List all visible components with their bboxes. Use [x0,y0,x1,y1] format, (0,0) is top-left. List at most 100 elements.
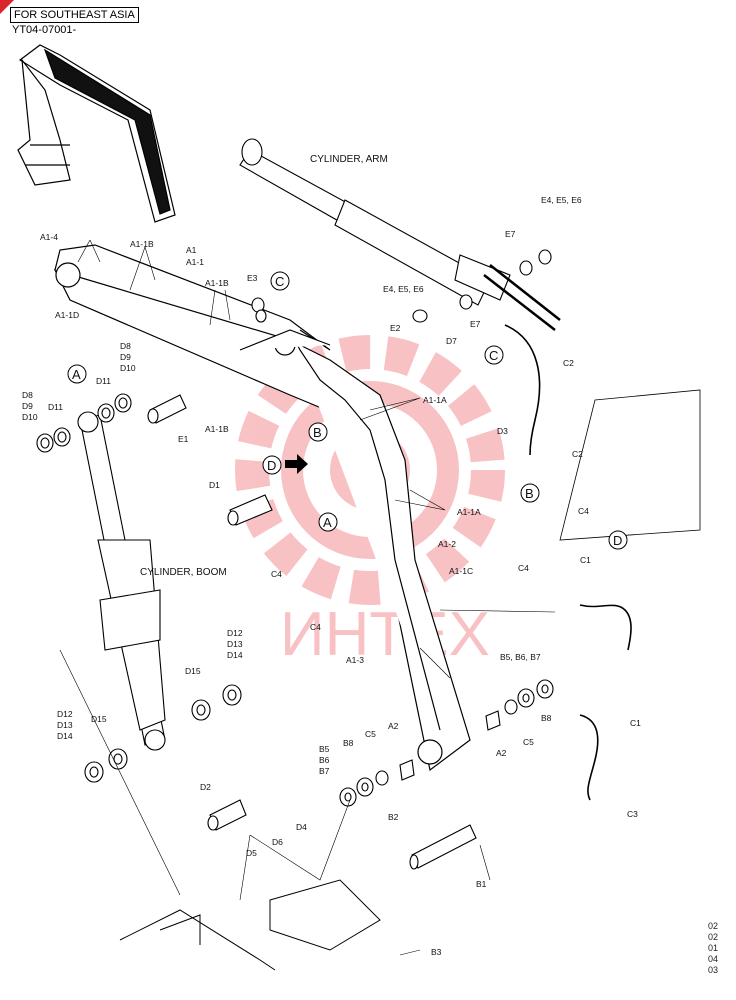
label-d2: D2 [200,782,211,792]
label-c5-left: C5 [365,729,376,739]
label-c4-detail: C4 [578,506,589,516]
callout-d-boom: D [262,455,282,475]
label-a1-1b-mid: A1-1B [205,278,229,288]
cylinder-arm-title: CYLINDER, ARM [310,154,388,165]
label-c4-low: C4 [310,622,321,632]
label-e2: E2 [390,323,401,333]
label-b5b6b7-right: B5, B6, B7 [500,652,541,662]
label-b5: B5 [319,744,330,754]
svg-text:A: A [72,367,81,382]
label-d5: D5 [246,848,257,858]
callout-b-boom: B [308,422,328,442]
pins-and-washers [36,249,554,870]
watermark-text: ИНТЕХ [280,600,490,669]
svg-text:C: C [275,274,284,289]
side-codes: 02 02 01 04 03 [708,921,718,976]
callout-b-hose: B [520,483,540,503]
label-a2-right: A2 [496,748,507,758]
svg-text:B: B [313,425,322,440]
callout-c-boom: C [270,271,290,291]
label-b1: B1 [476,879,487,889]
label-d15-right: D15 [185,666,201,676]
label-c2: C2 [563,358,574,368]
cylinder-boom-illustration [77,411,166,751]
side-code: 02 [707,921,718,931]
label-d4: D4 [296,822,307,832]
label-e3: E3 [247,273,258,283]
label-e4e5e6-mid: E4, E5, E6 [383,284,424,294]
label-b8-right: B8 [541,713,552,723]
label-d7: D7 [446,336,457,346]
label-e7-top: E7 [505,229,516,239]
label-a1-1b-low: A1-1B [205,424,229,434]
boom-body [53,244,471,772]
label-c4-mid: C4 [518,563,529,573]
side-code: 04 [707,954,718,964]
label-a1-3: A1-3 [346,655,364,665]
cylinder-arm-illustration [239,138,561,331]
hoses [504,324,701,801]
label-a1-4: A1-4 [40,232,58,242]
label-d8-right: D8 [120,341,131,351]
label-c1-low: C1 [630,718,641,728]
label-b8-left: B8 [343,738,354,748]
label-a1-1c: A1-1C [449,566,473,576]
label-c3: C3 [627,809,638,819]
base-frame [119,879,381,971]
label-b6: B6 [319,755,330,765]
label-d8-left: D8 [22,390,33,400]
label-d10-left: D10 [22,412,38,422]
label-a1-1a-top: A1-1A [423,395,447,405]
part-labels: A1-4 A1-1B A1 A1-1 A1-1B E3 A1-1D A1-1B … [22,195,641,957]
label-b2: B2 [388,812,399,822]
side-code: 03 [707,965,718,975]
label-a1-1b-top: A1-1B [130,239,154,249]
svg-text:D: D [613,533,622,548]
label-d13-right: D13 [227,639,243,649]
label-d1: D1 [209,480,220,490]
label-b7: B7 [319,766,330,776]
label-d15-left: D15 [91,714,107,724]
excavator-thumbnail [17,44,176,223]
callout-c-hose: C [484,345,504,365]
label-a1-1: A1-1 [186,257,204,267]
label-d14-right: D14 [227,650,243,660]
svg-text:B: B [525,486,534,501]
label-d6: D6 [272,837,283,847]
label-c2-detail: C2 [572,449,583,459]
leader-lines [59,239,556,956]
label-b3: B3 [431,947,442,957]
side-code: 02 [707,932,718,942]
label-d10-right: D10 [120,363,136,373]
label-d12-right: D12 [227,628,243,638]
label-c4-boom: C4 [271,569,282,579]
svg-text:D: D [267,458,276,473]
label-d12-left: D12 [57,709,73,719]
label-e4e5e6-top: E4, E5, E6 [541,195,582,205]
label-d13-left: D13 [57,720,73,730]
label-c1-top: C1 [580,555,591,565]
label-d11-right: D11 [96,376,111,386]
label-d9-right: D9 [120,352,131,362]
svg-text:C: C [489,348,498,363]
callout-a-top: A [67,364,87,384]
label-a1-2: A1-2 [438,539,456,549]
label-d3: D3 [497,426,508,436]
side-code: 01 [707,943,718,953]
svg-text:A: A [323,515,332,530]
callout-a-mid: A [318,512,338,532]
label-c5-right: C5 [523,737,534,747]
label-a1-1d: A1-1D [55,310,79,320]
label-a2-left: A2 [388,721,399,731]
label-e7-mid: E7 [470,319,481,329]
label-a1-1a-low: A1-1A [457,507,481,517]
callout-d-detail: D [608,530,628,550]
label-d9-left: D9 [22,401,33,411]
serial-range: YT04-07001- [12,24,77,36]
label-d11-left: D11 [48,402,63,412]
region-label: FOR SOUTHEAST ASIA [10,7,139,23]
arrow-right-icon [285,454,308,474]
label-a1: A1 [186,245,197,255]
label-d14-left: D14 [57,731,73,741]
